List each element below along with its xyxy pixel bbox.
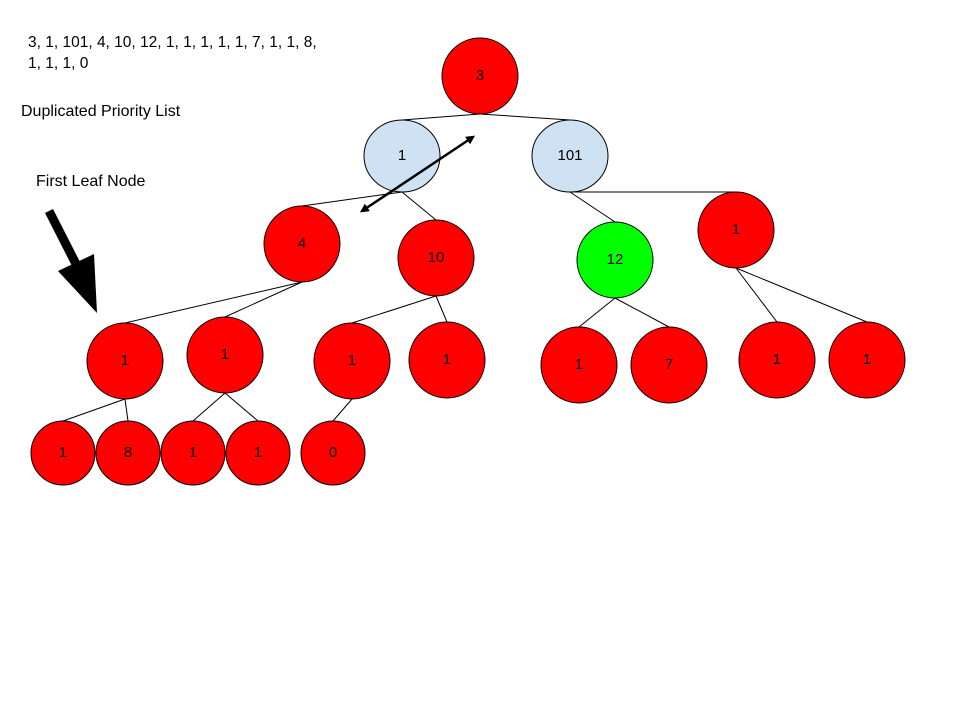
tree-node: 1 bbox=[363, 119, 441, 193]
tree-node-label: 1 bbox=[59, 444, 67, 461]
tree-node-circle bbox=[263, 205, 341, 283]
tree-node: 3 bbox=[441, 37, 519, 115]
tree-node-label: 1 bbox=[732, 221, 740, 238]
tree-edges bbox=[62, 113, 868, 422]
tree-node: 101 bbox=[531, 119, 609, 193]
tree-node-label: 3 bbox=[476, 67, 484, 84]
tree-edge bbox=[332, 398, 353, 422]
tree-node: 7 bbox=[630, 326, 708, 404]
tree-node: 0 bbox=[300, 420, 366, 486]
tree-node-circle bbox=[531, 119, 609, 193]
tree-node-circle bbox=[186, 316, 264, 394]
caption-duplicated-priority-list: Duplicated Priority List bbox=[21, 103, 181, 120]
tree-node-circle bbox=[225, 420, 291, 486]
tree-node: 1 bbox=[540, 326, 618, 404]
tree-node-label: 1 bbox=[221, 346, 229, 363]
tree-node-circle bbox=[576, 221, 654, 299]
tree-node-label: 8 bbox=[124, 444, 132, 461]
tree-edge bbox=[124, 281, 303, 324]
tree-node-circle bbox=[441, 37, 519, 115]
tree-node-label: 12 bbox=[607, 251, 624, 268]
tree-edge bbox=[192, 392, 226, 422]
tree-edge bbox=[578, 297, 616, 328]
tree-node-label: 1 bbox=[121, 352, 129, 369]
tree-node-circle bbox=[828, 321, 906, 399]
tree-node-circle bbox=[397, 219, 475, 297]
tree-node: 1 bbox=[186, 316, 264, 394]
tree-node: 1 bbox=[408, 321, 486, 399]
tree-node: 1 bbox=[30, 420, 96, 486]
tree-node: 4 bbox=[263, 205, 341, 283]
tree-node: 1 bbox=[160, 420, 226, 486]
tree-edge bbox=[435, 295, 448, 323]
tree-edge bbox=[401, 113, 481, 121]
tree-edge bbox=[224, 281, 303, 318]
tree-node: 1 bbox=[86, 322, 164, 400]
tree-node-label: 1 bbox=[189, 444, 197, 461]
tree-node-label: 1 bbox=[348, 352, 356, 369]
swap-double-arrow-icon bbox=[359, 135, 476, 213]
tree-edge bbox=[735, 267, 868, 323]
tree-node: 10 bbox=[397, 219, 475, 297]
tree-node-circle bbox=[697, 191, 775, 269]
tree-node-label: 0 bbox=[329, 444, 337, 461]
tree-node-label: 1 bbox=[398, 147, 406, 164]
tree-node-circle bbox=[738, 321, 816, 399]
tree-edge bbox=[224, 392, 259, 422]
tree-node: 8 bbox=[95, 420, 161, 486]
tree-edge bbox=[569, 191, 616, 223]
tree-node-circle bbox=[86, 322, 164, 400]
tree-edge bbox=[401, 191, 437, 221]
tree-node: 1 bbox=[225, 420, 291, 486]
tree-node-label: 7 bbox=[665, 356, 673, 373]
tree-edge bbox=[479, 113, 571, 121]
first-leaf-node-label: First Leaf Node bbox=[36, 173, 145, 190]
tree-node: 1 bbox=[313, 322, 391, 400]
priority-list-line-2: 1, 1, 1, 0 bbox=[28, 55, 89, 72]
tree-edge bbox=[614, 297, 670, 328]
tree-node-label: 4 bbox=[298, 235, 306, 252]
tree-node-label: 1 bbox=[863, 351, 871, 368]
first-leaf-thick-arrow-icon bbox=[44, 208, 97, 313]
tree-node-circle bbox=[540, 326, 618, 404]
tree-node-circle bbox=[300, 420, 366, 486]
tree-node-circle bbox=[30, 420, 96, 486]
tree-edge bbox=[62, 398, 126, 422]
tree-edge bbox=[351, 295, 437, 324]
tree-node-circle bbox=[313, 322, 391, 400]
tree-node-label: 1 bbox=[575, 356, 583, 373]
tree-node-circle bbox=[95, 420, 161, 486]
tree-edge bbox=[735, 267, 778, 323]
tree-node-circle bbox=[160, 420, 226, 486]
tree-node-circle bbox=[630, 326, 708, 404]
tree-node-label: 1 bbox=[443, 351, 451, 368]
tree-node-label: 101 bbox=[557, 147, 582, 164]
tree-edge bbox=[124, 398, 129, 422]
tree-node: 1 bbox=[828, 321, 906, 399]
tree-node: 1 bbox=[738, 321, 816, 399]
tree-node-label: 1 bbox=[773, 351, 781, 368]
tree-node: 12 bbox=[576, 221, 654, 299]
tree-node-label: 1 bbox=[254, 444, 262, 461]
priority-list-line-1: 3, 1, 101, 4, 10, 12, 1, 1, 1, 1, 1, 7, … bbox=[28, 34, 317, 51]
tree-node: 1 bbox=[697, 191, 775, 269]
tree-node-circle bbox=[408, 321, 486, 399]
tree-node-label: 10 bbox=[428, 249, 445, 266]
